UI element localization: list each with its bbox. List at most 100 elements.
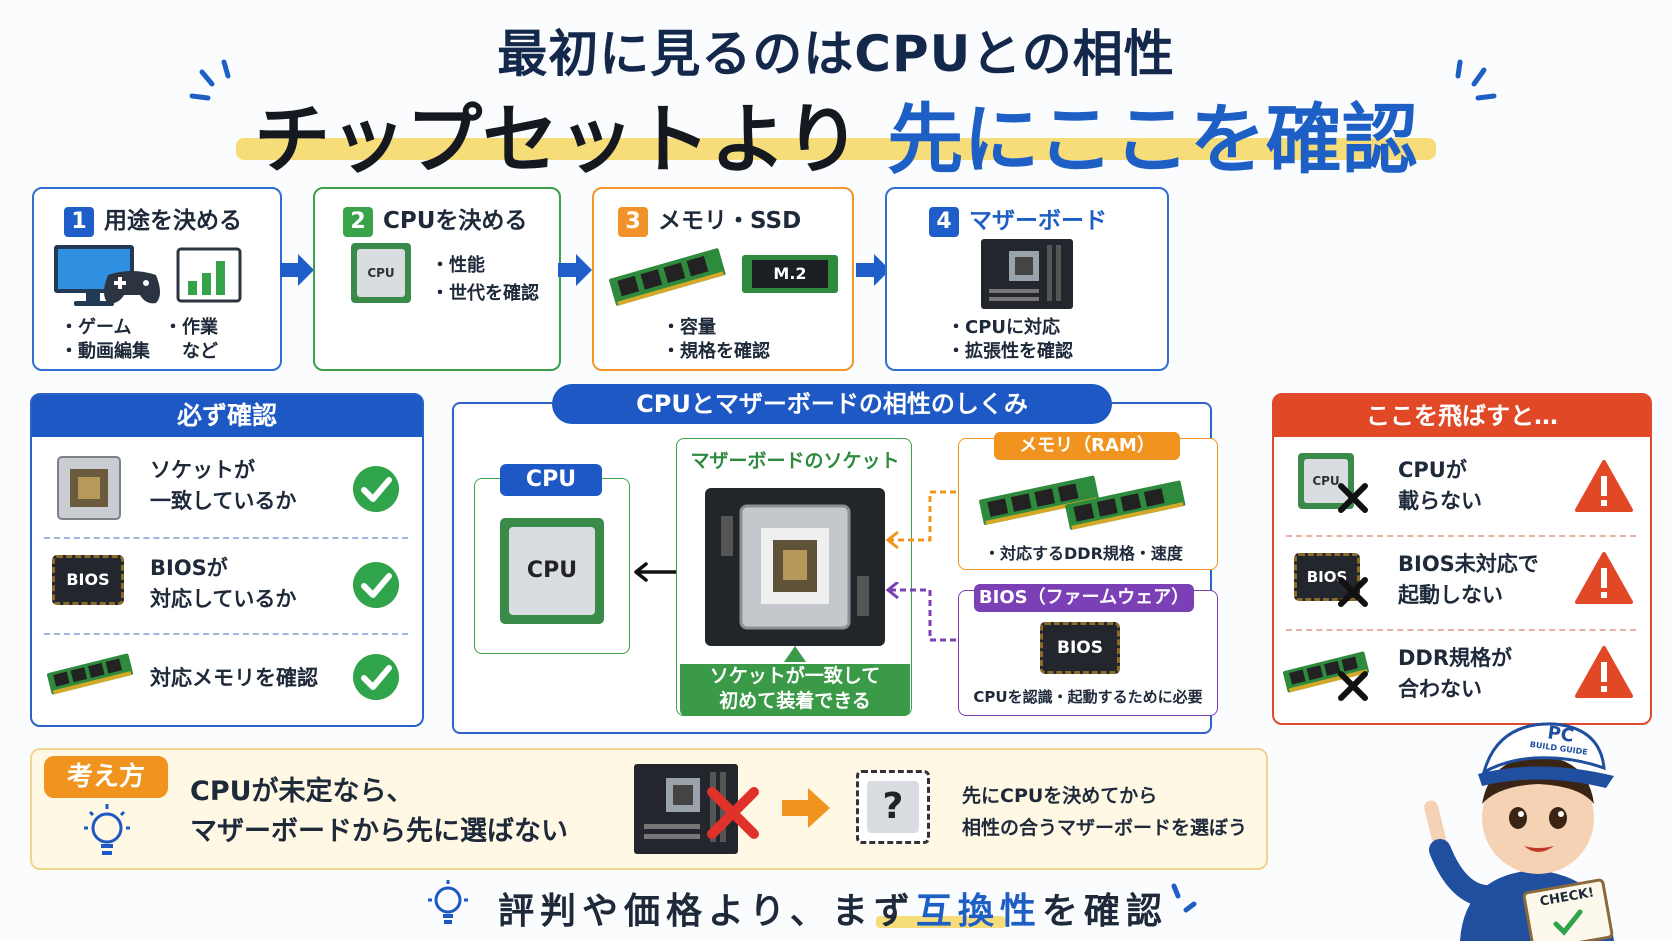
- thinking-panel: 考え方 CPUが未定なら、 マザーボードから先に選ばない ? 先にCPUを決めて…: [30, 748, 1268, 870]
- thinking-note1: 先にCPUを決めてから: [962, 785, 1158, 807]
- warning-icon: [1575, 460, 1633, 512]
- socket-note-line1: ソケットが一致して: [709, 665, 881, 687]
- checkmark-icon: [353, 466, 399, 512]
- socket-note-banner: ソケットが一致して 初めて装着できる: [680, 664, 910, 716]
- divider: [1286, 629, 1636, 631]
- memory-tag: メモリ（RAM）: [994, 432, 1180, 460]
- flow-arrow-icon: [280, 254, 314, 286]
- must-check-title: 必ず確認: [32, 395, 422, 437]
- footer-accent: 互換性: [915, 891, 1042, 932]
- memory-stick-icon: [609, 248, 726, 306]
- step-label: メモリ・SSD: [658, 208, 802, 234]
- title-accent: 先にここを確認: [887, 95, 1418, 184]
- bios-chip-icon: BIOS: [1040, 622, 1120, 674]
- gamepad-icon: [104, 271, 160, 304]
- socket-title: マザーボードのソケット: [690, 450, 900, 472]
- bios-link-arrow-icon: [885, 582, 956, 642]
- motherboard-icon: [981, 239, 1073, 309]
- thinking-tag: 考え方: [44, 756, 168, 798]
- question-mark: ?: [867, 781, 919, 833]
- lightbulb-icon: [428, 880, 468, 924]
- step-2-card: 2 CPUを決める CPU ・性能 ・世代を確認: [313, 187, 561, 371]
- cross-icon: [1338, 577, 1368, 607]
- footer-before: 評判や価格より、まず: [498, 891, 916, 932]
- divider: [44, 537, 408, 539]
- memory-stick-icon: [47, 653, 133, 695]
- step-number: 2: [343, 206, 373, 237]
- skip-ddr-line1: DDR規格が: [1398, 646, 1513, 670]
- skip-warning-title: ここを飛ばすと…: [1274, 395, 1650, 437]
- skip-ddr-line2: 合わない: [1398, 677, 1482, 701]
- bios-chip-icon: BIOS: [52, 555, 124, 605]
- thinking-note2: 相性の合うマザーボードを選ぼう: [962, 817, 1248, 839]
- skip-warning-panel: ここを飛ばすと… CPU CPUが 載らない BIOS BIOS未対応で 起動し…: [1272, 393, 1652, 725]
- memory-link-arrow-icon: [885, 490, 956, 550]
- bullet-performance: ・性能: [431, 255, 485, 276]
- step-number: 1: [64, 206, 94, 237]
- title-highlight: [236, 138, 1436, 160]
- divider: [44, 633, 408, 635]
- orange-arrow-icon: [782, 788, 830, 828]
- check-memory-text: 対応メモリを確認: [150, 666, 318, 690]
- cpu-socket-icon: [57, 456, 121, 520]
- footer-message: 評判や価格より、まず互換性を確認: [498, 882, 1168, 934]
- check-bios-line1: BIOSが: [150, 556, 228, 580]
- divider: [1286, 535, 1636, 537]
- step-1-card: 1 用途を決める ・ゲーム ・作業 ・動画編集 など: [32, 187, 282, 371]
- bar-chart-icon: [176, 247, 242, 303]
- cross-icon: [1338, 671, 1368, 701]
- bullet-game: ・ゲーム: [60, 317, 132, 338]
- double-arrow-icon: [634, 562, 698, 582]
- burst-left-icon: [189, 59, 231, 101]
- check-bios-line2: 対応しているか: [150, 587, 297, 611]
- bullet-video: ・動画編集: [60, 341, 150, 362]
- step-label: CPUを決める: [383, 208, 528, 234]
- bullet-etc: など: [182, 341, 218, 362]
- memory-sticks-icon: [979, 475, 1186, 530]
- skip-bios-line2: 起動しない: [1398, 583, 1503, 607]
- skip-cpu-line2: 載らない: [1398, 489, 1482, 513]
- warning-icon: [1575, 646, 1633, 698]
- step-3-card: 3 メモリ・SSD M.2 ・容量 ・規格を確認: [592, 187, 854, 371]
- flow-arrow-icon: [558, 254, 592, 286]
- check-socket-line1: ソケットが: [150, 458, 255, 482]
- step-number: 3: [618, 206, 648, 237]
- ssd-label: M.2: [752, 260, 828, 288]
- step-number: 4: [929, 206, 959, 237]
- cpu-chip-label: CPU: [1304, 459, 1348, 503]
- bullet-work: ・作業: [164, 317, 218, 338]
- thinking-line2: マザーボードから先に選ばない: [190, 816, 568, 847]
- cpu-chip-icon: CPU: [500, 518, 604, 624]
- warning-icon: [1575, 552, 1633, 604]
- burst-footer-icon: [1171, 883, 1197, 913]
- unknown-cpu-icon: ?: [856, 770, 930, 844]
- red-x-icon: [707, 787, 759, 839]
- cross-icon: [1338, 483, 1368, 513]
- flow-arrow-icon: [856, 254, 890, 286]
- cpu-chip-label: CPU: [509, 527, 595, 615]
- cpu-chip-icon: CPU: [1298, 453, 1354, 509]
- up-arrow-icon: [784, 646, 806, 662]
- cpu-chip-icon: CPU: [351, 243, 411, 303]
- socket-note-line2: 初めて装着できる: [719, 690, 871, 712]
- check-socket-line2: 一致しているか: [150, 489, 297, 513]
- page-subtitle: 最初に見るのはCPUとの相性: [497, 25, 1175, 83]
- bullet-standard: ・規格を確認: [662, 341, 770, 362]
- cpu-tag: CPU: [500, 464, 602, 496]
- bios-tag: BIOS（ファームウェア）: [974, 584, 1194, 612]
- bullet-expandability: ・拡張性を確認: [947, 341, 1073, 362]
- footer-after: を確認: [1041, 891, 1168, 932]
- bios-note: CPUを認識・起動するために必要: [973, 688, 1203, 706]
- motherboard-socket-icon: [705, 488, 885, 646]
- bullet-generation: ・世代を確認: [431, 283, 539, 304]
- bullet-capacity: ・容量: [662, 317, 716, 338]
- cpu-chip-label: CPU: [357, 249, 405, 297]
- m2-ssd-icon: M.2: [742, 255, 838, 293]
- mechanism-title: CPUとマザーボードの相性のしくみ: [552, 384, 1112, 424]
- memory-note: ・対応するDDR規格・速度: [984, 544, 1183, 563]
- step-label: 用途を決める: [104, 208, 242, 234]
- mascot: PC BUILD GUIDE CHECK!: [1420, 700, 1650, 941]
- bullet-cpu-support: ・CPUに対応: [947, 317, 1061, 338]
- memory-stick-icon: [1283, 651, 1369, 693]
